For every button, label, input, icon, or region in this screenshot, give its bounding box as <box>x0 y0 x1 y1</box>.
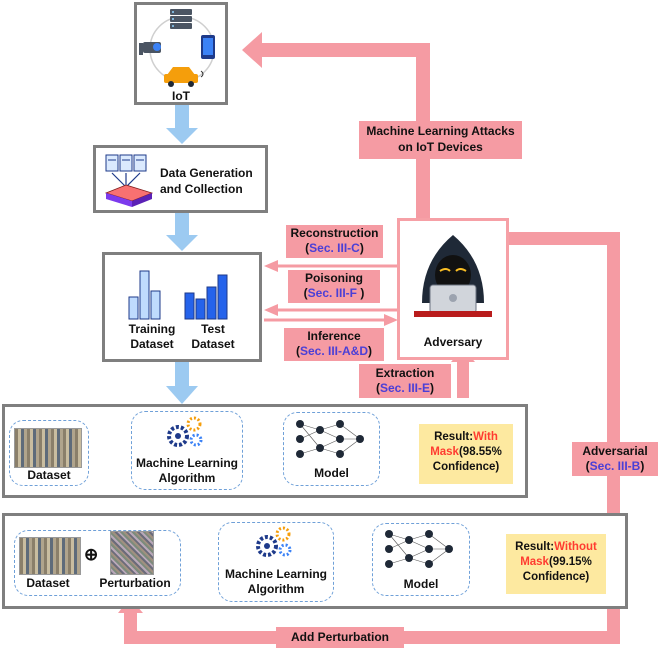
p1-algo-frame <box>131 411 243 490</box>
ml-attacks-label-box: Machine Learning Attacks on IoT Devices <box>359 121 522 159</box>
p1-dataset-label: Dataset <box>27 468 71 482</box>
p1-result-line3: Confidence) <box>432 461 500 473</box>
flow-arrow-iot-to-datagen <box>166 104 198 144</box>
p1-algo-line2: Algorithm <box>158 471 216 485</box>
p1-result-line1: Result:With <box>434 431 498 443</box>
ml-attacks-line1: Machine Learning Attacks <box>366 124 515 138</box>
ml-attacks-line2: on IoT Devices <box>398 140 483 154</box>
extraction-label-box: Extraction (Sec. III-E) <box>359 364 451 398</box>
extraction-name: Extraction <box>375 366 435 380</box>
p2-algo-line1: Machine Learning <box>224 567 328 581</box>
training-dataset-line2: Dataset <box>130 337 174 351</box>
test-dataset-line2: Dataset <box>191 337 235 351</box>
p2-result-line2: Mask(99.15% <box>520 556 592 568</box>
add-perturbation-label-box: Add Perturbation <box>276 627 404 648</box>
p1-model-frame <box>283 412 380 486</box>
reconstruction-sec: (Sec. III-C) <box>305 241 364 255</box>
pink-arrow-attacks-to-iot <box>242 32 430 121</box>
inference-sec: (Sec. III-A&D) <box>295 344 372 358</box>
perturbation-image <box>110 531 154 575</box>
p2-algo-frame <box>218 522 334 602</box>
flow-arrow-datagen-to-dataset <box>166 213 198 251</box>
car-icon <box>164 67 204 87</box>
p1-model-label: Model <box>314 466 349 480</box>
iot-devices-illustration <box>139 9 215 87</box>
p2-result-line1: Result:Without <box>515 541 597 553</box>
p2-model-frame <box>372 523 470 596</box>
p1-dataset-frame <box>9 420 89 486</box>
training-dataset-line1: Training <box>128 322 176 336</box>
perturbation-label: Perturbation <box>99 576 171 590</box>
oplus-symbol: ⊕ <box>84 545 99 564</box>
database-icon <box>104 184 154 207</box>
p1-dataset-image <box>14 428 82 468</box>
extraction-sec: (Sec. III-E) <box>375 381 435 395</box>
reconstruction-label-box: Reconstruction (Sec. III-C) <box>286 225 383 258</box>
adversarial-label-box: Adversarial (Sec. III-B) <box>572 442 658 476</box>
poisoning-sec: (Sec. III-F ) <box>303 286 365 300</box>
camera-icon <box>139 42 161 55</box>
arrow-inference <box>264 314 398 326</box>
pink-connector-attacks-adversary <box>416 158 430 218</box>
add-perturbation-label: Add Perturbation <box>291 630 389 644</box>
data-generation-box: Data Generation and Collection <box>93 145 268 213</box>
gear-icon <box>256 526 292 557</box>
adversary-box: Adversary <box>397 218 509 360</box>
test-dataset-line1: Test <box>201 322 225 336</box>
data-generation-line2: and Collection <box>160 182 243 196</box>
gear-icon <box>167 416 203 447</box>
p2-algo-line2: Algorithm <box>247 582 305 596</box>
neural-network-icon <box>385 530 453 568</box>
server-icon <box>170 9 192 29</box>
document-icon <box>104 154 154 207</box>
flow-arrow-dataset-to-pipeline <box>166 362 198 404</box>
arrow-poisoning <box>264 304 397 316</box>
poisoning-name: Poisoning <box>305 271 363 285</box>
iot-label: IoT <box>172 89 190 103</box>
arrow-reconstruction <box>264 260 397 272</box>
phone-icon <box>201 35 215 59</box>
data-generation-line1: Data Generation <box>160 166 253 180</box>
reconstruction-name: Reconstruction <box>290 226 379 240</box>
adversary-label: Adversary <box>423 335 483 349</box>
poisoning-label-box: Poisoning (Sec. III-F ) <box>288 270 380 303</box>
bar-chart-icon <box>128 270 228 320</box>
p1-result-line2: Mask(98.55% <box>430 446 502 458</box>
hacker-icon <box>414 235 492 317</box>
p2-result-box: Result:Without Mask(99.15% Confidence) <box>506 534 606 594</box>
p2-model-label: Model <box>403 577 439 591</box>
adversarial-sec: (Sec. III-B) <box>585 459 645 473</box>
p1-result-box: Result:With Mask(98.55% Confidence) <box>419 424 513 484</box>
p1-algo-line1: Machine Learning <box>135 456 239 470</box>
p2-dataset-image <box>19 537 81 575</box>
inference-name: Inference <box>307 329 361 343</box>
p2-dataset-frame <box>14 530 181 596</box>
p2-result-line3: Confidence) <box>522 571 590 583</box>
neural-network-icon <box>296 420 364 458</box>
iot-box: IoT <box>134 2 228 105</box>
p2-dataset-label: Dataset <box>26 576 70 590</box>
adversarial-name: Adversarial <box>582 444 648 458</box>
inference-label-box: Inference (Sec. III-A&D) <box>284 328 384 361</box>
dataset-box: Training Dataset Test Dataset <box>102 252 262 362</box>
